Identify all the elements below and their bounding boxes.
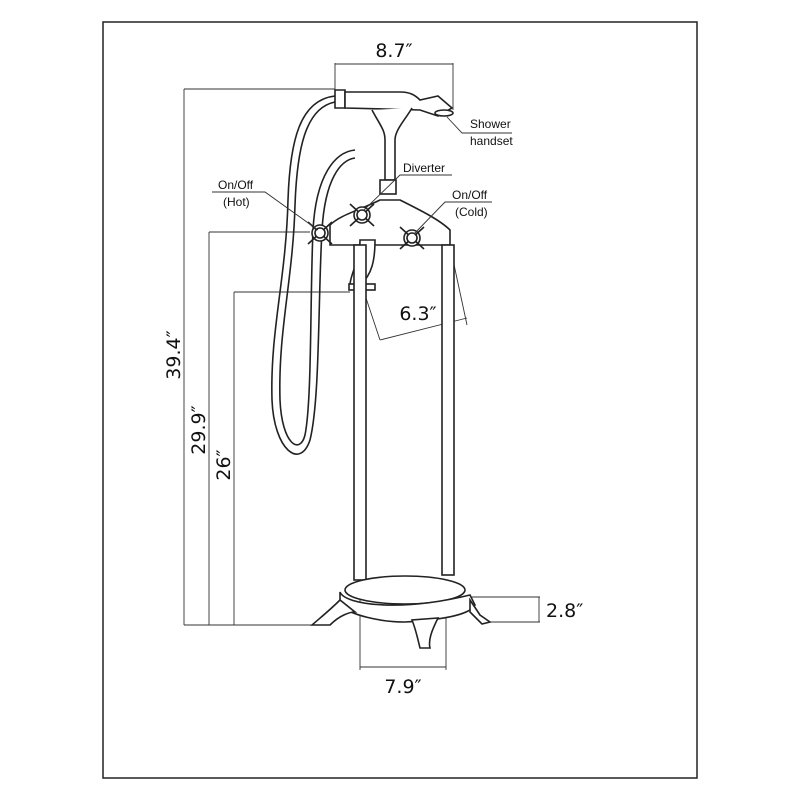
handle-height-dimension: 29.9″ xyxy=(188,231,310,625)
handle-height-label: 29.9″ xyxy=(188,405,210,454)
spout-reach-label: 6.3″ xyxy=(399,303,436,325)
hot-callout: On/Off (Hot) xyxy=(212,178,319,231)
handset-width-dimension: 8.7″ xyxy=(334,40,454,110)
diverter-callout: Diverter xyxy=(363,161,452,211)
hot-label-2: (Hot) xyxy=(223,195,250,209)
total-height-label: 39.4″ xyxy=(163,330,185,379)
base-height-label: 2.8″ xyxy=(546,600,583,622)
faucet-illustration xyxy=(271,89,492,649)
base-width-label: 7.9″ xyxy=(384,676,421,698)
cold-label: On/Off xyxy=(452,188,488,202)
cold-handle-icon xyxy=(399,226,425,250)
shower-handset-label: Shower xyxy=(470,117,511,131)
shower-handset-callout: Shower handset xyxy=(446,116,513,148)
hot-label: On/Off xyxy=(218,178,254,192)
cold-callout: On/Off (Cold) xyxy=(413,188,492,235)
spout-height-dimension: 26″ xyxy=(213,291,350,625)
diverter-label: Diverter xyxy=(403,161,445,175)
cold-label-2: (Cold) xyxy=(455,205,488,219)
diverter-handle-icon xyxy=(349,203,375,227)
total-height-dimension: 39.4″ xyxy=(163,88,335,626)
base-height-dimension: 2.8″ xyxy=(470,596,583,623)
shower-handset-label-2: handset xyxy=(470,134,513,148)
page-frame xyxy=(102,21,698,779)
spout-height-label: 26″ xyxy=(213,449,235,480)
handset-width-label: 8.7″ xyxy=(375,40,412,62)
